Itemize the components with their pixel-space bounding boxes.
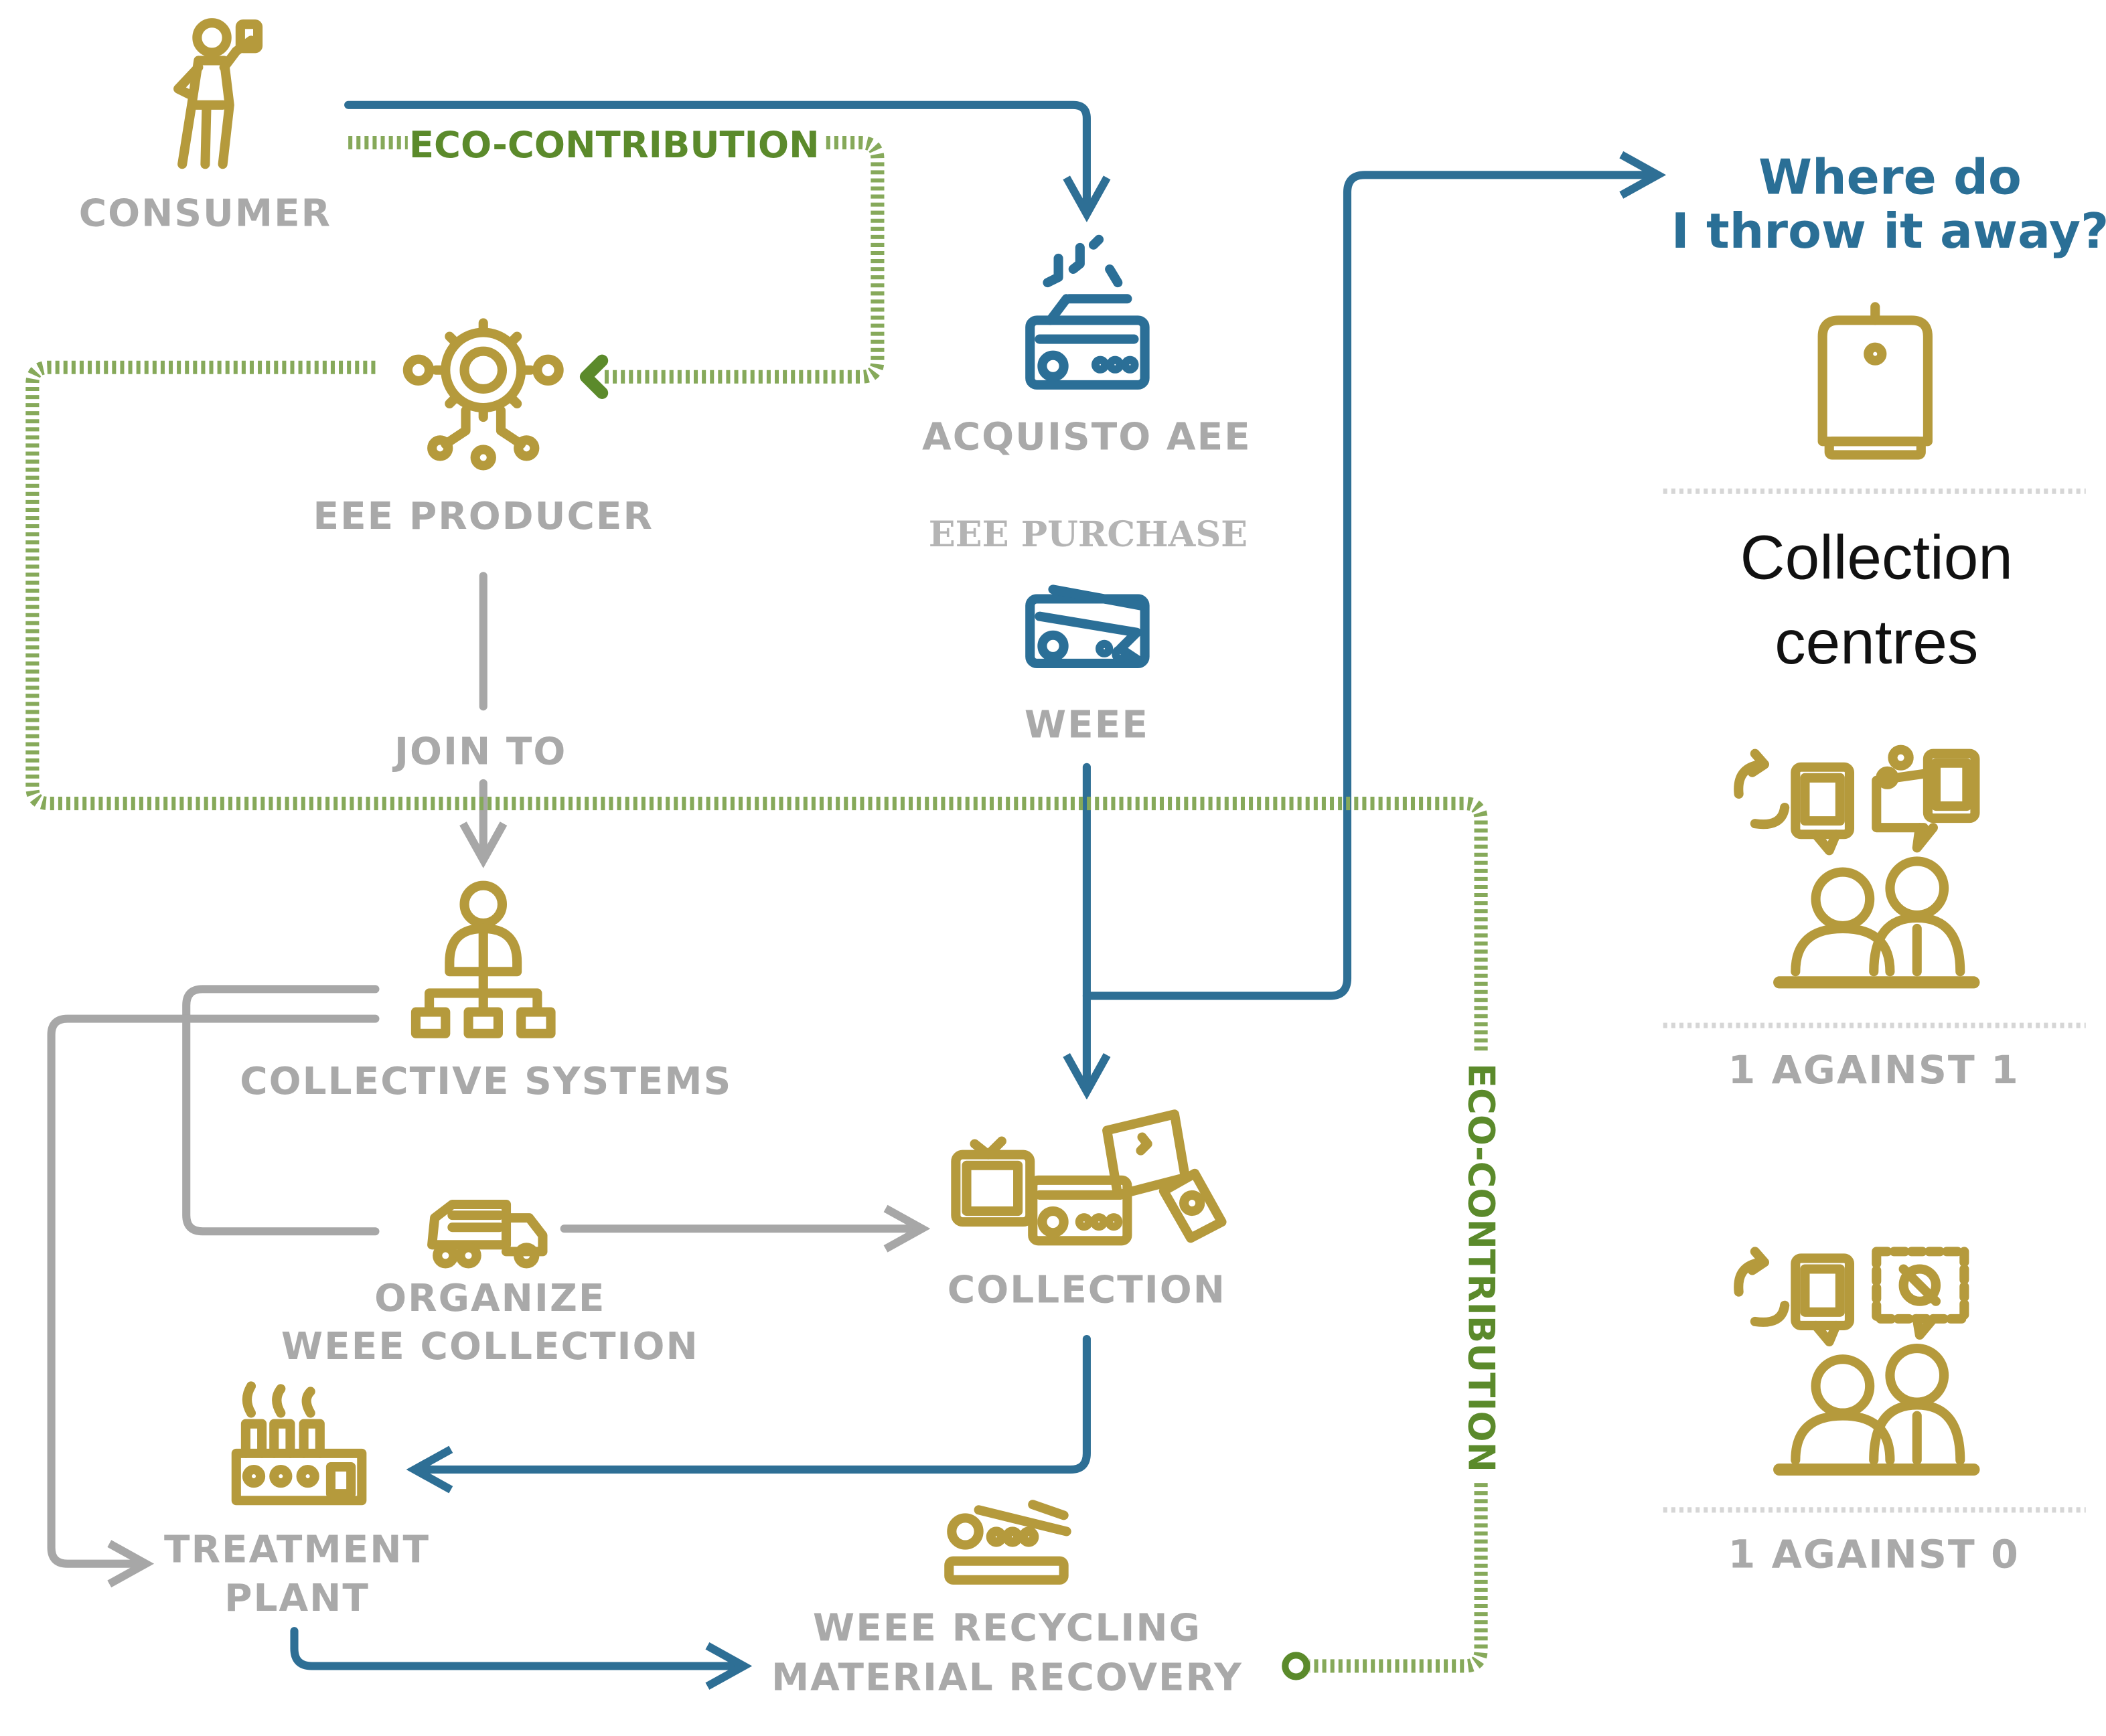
recycling-radio-icon (944, 1500, 1071, 1585)
gear-network-icon (402, 318, 564, 471)
label-treatment-line1: TREATMENT (164, 1528, 430, 1572)
label-acquisto-aee: ACQUISTO AEE (922, 415, 1252, 459)
side-question-line2: I throw it away? (1671, 204, 2106, 260)
side-heading-line2: centres (1775, 607, 1978, 677)
weee-to-question-arrow (1082, 175, 1654, 1000)
label-eee-producer: EEE PRODUCER (313, 495, 654, 538)
label-weee: WEEE (1025, 704, 1149, 747)
side-option-1-against-0: 1 AGAINST 0 (1728, 1532, 2020, 1577)
label-organize-line1: ORGANIZE (374, 1277, 605, 1320)
side-option-1-against-1: 1 AGAINST 1 (1728, 1047, 2020, 1093)
label-treatment-line2: PLANT (224, 1577, 370, 1620)
side-heading-line1: Collection (1740, 522, 2013, 592)
label-join-to: JOIN TO (392, 730, 567, 774)
eco-arrowhead (579, 354, 609, 399)
label-consumer: CONSUMER (79, 192, 331, 236)
broken-radio-icon (1025, 584, 1150, 669)
treatment-to-recycling-arrow (290, 1627, 739, 1666)
collection-to-treatment-arrow (419, 1334, 1091, 1470)
side-question-line1: Where do (1758, 150, 2022, 206)
weee-pile-icon (951, 1109, 1227, 1246)
label-collective-systems: COLLECTIVE SYSTEMS (240, 1060, 732, 1103)
label-collection: COLLECTION (948, 1269, 1226, 1312)
radio-music-icon (1025, 234, 1150, 390)
label-eco-contribution-top: ECO-CONTRIBUTION (409, 124, 820, 166)
label-organize-line2: WEEE COLLECTION (281, 1325, 699, 1368)
side-panel-dividers (1663, 488, 2086, 1513)
label-eee-purchase: EEE PURCHASE (929, 514, 1248, 555)
exchange-people-icon (1734, 1247, 1980, 1476)
truck-icon (427, 1199, 548, 1269)
consumer-to-purchase-arrow (344, 100, 1087, 210)
bin-icon (1817, 302, 1933, 460)
consumer-icon (173, 18, 263, 169)
label-recycling-line2: MATERIAL RECOVERY (771, 1656, 1243, 1700)
label-recycling-line1: WEEE RECYCLING (813, 1606, 1201, 1650)
collective-to-organize-line (182, 985, 380, 1236)
exchange-people-icon (1734, 744, 1980, 989)
eco-contribution-loop-flow (25, 360, 1488, 1052)
collective-hierarchy-icon (410, 880, 556, 1038)
flow-lines (25, 100, 1654, 1680)
factory-icon (231, 1381, 367, 1506)
collective-to-treatment-arrow (47, 1014, 380, 1564)
eco-start-node (1282, 1652, 1310, 1680)
label-eco-contribution-vertical: ECO-CONTRIBUTION (1460, 1063, 1502, 1472)
